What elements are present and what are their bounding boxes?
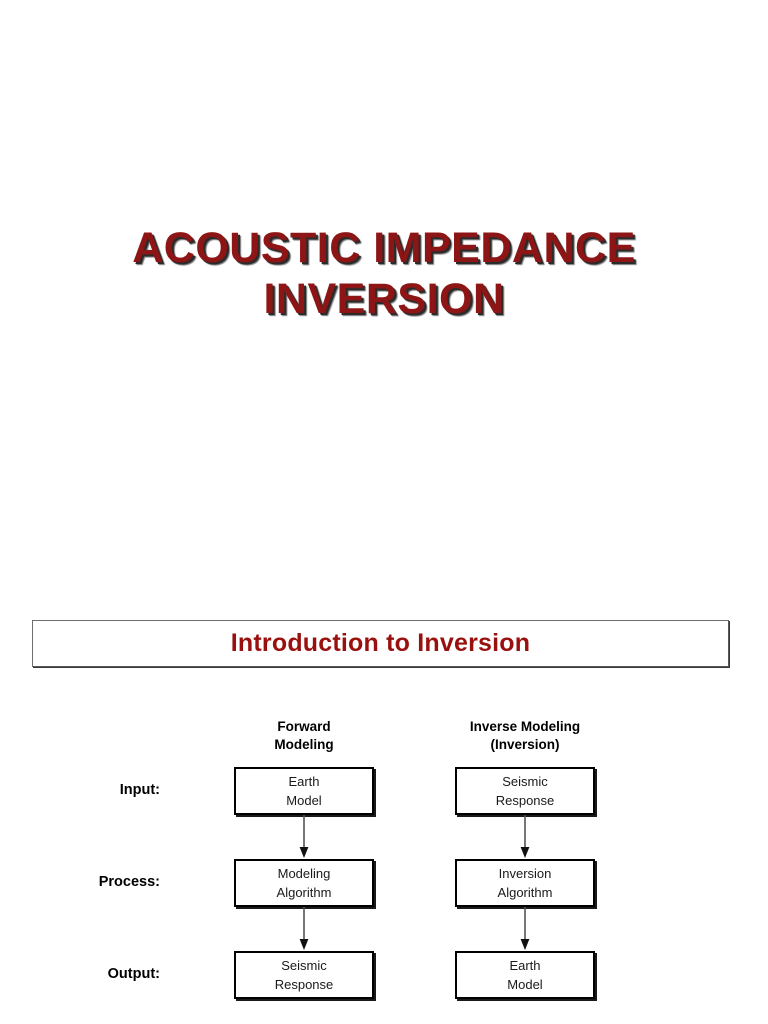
arrow-down-icon (520, 907, 530, 950)
node-text-line1: Modeling (277, 866, 331, 881)
node-forward-process: Modeling Algorithm (234, 859, 374, 907)
row-label-output: Output: (107, 966, 160, 982)
node-text-line2: Algorithm (276, 885, 332, 900)
column-header-forward-modeling: Forward Modeling (274, 719, 334, 752)
node-text-line1: Inversion (498, 866, 552, 881)
node-text-line2: Model (286, 793, 322, 808)
inversion-flow-diagram: Forward Modeling Inverse Modeling (Inver… (0, 700, 768, 1024)
node-text-line2: Response (495, 793, 555, 808)
node-text-line1: Seismic (502, 774, 548, 789)
section-banner-label: Introduction to Inversion (230, 629, 531, 657)
row-label-process: Process: (98, 874, 160, 890)
node-text-line1: Seismic (281, 958, 327, 973)
node-inverse-input: Seismic Response (455, 767, 595, 815)
arrow-down-icon (520, 815, 530, 858)
arrow-down-icon (299, 907, 309, 950)
node-text-line2: Algorithm (497, 885, 553, 900)
node-text-line2: Model (507, 977, 543, 992)
node-text-line1: Earth (509, 958, 541, 973)
node-inverse-output: Earth Model (455, 951, 595, 999)
section-banner: Introduction to Inversion (32, 620, 729, 667)
node-forward-input: Earth Model (234, 767, 374, 815)
column-header-inverse-modeling: Inverse Modeling (Inversion) (469, 719, 581, 752)
node-text-line2: Response (274, 977, 334, 992)
node-text-line1: Earth (288, 774, 320, 789)
page-title: ACOUSTIC IMPEDANCE INVERSION (132, 224, 636, 323)
row-label-input: Input: (119, 782, 160, 798)
arrow-down-icon (299, 815, 309, 858)
node-inverse-process: Inversion Algorithm (455, 859, 595, 907)
node-forward-output: Seismic Response (234, 951, 374, 999)
